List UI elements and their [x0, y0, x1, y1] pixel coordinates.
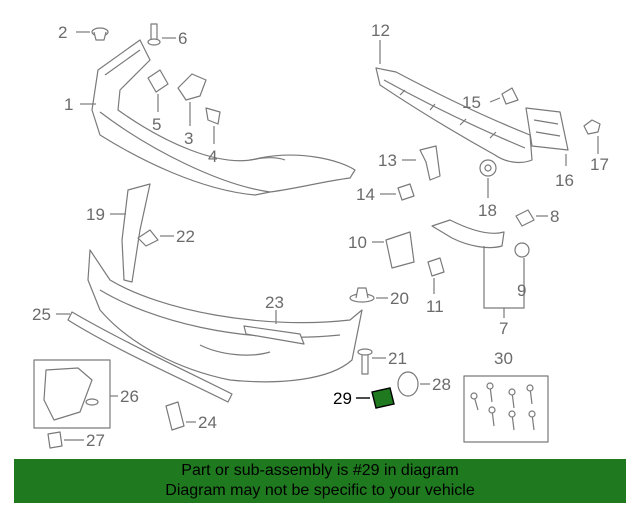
- info-banner: Part or sub-assembly is #29 in diagram D…: [14, 459, 626, 503]
- part-8-bolt: [515, 209, 535, 227]
- part-30-screw-kit-box: [463, 375, 549, 443]
- part-17-bolt: [583, 119, 601, 135]
- callout-2: 2: [58, 23, 67, 42]
- callout-27: 27: [86, 431, 105, 450]
- callout-22: 22: [176, 227, 195, 246]
- part-23-strip: [243, 325, 305, 345]
- callout-1: 1: [64, 95, 73, 114]
- part-21-bolt: [357, 348, 373, 375]
- callout-6: 6: [178, 29, 187, 48]
- callout-28: 28: [432, 375, 451, 394]
- callout-23: 23: [265, 293, 284, 312]
- part-18-grommet: [479, 159, 497, 177]
- callout-12: 12: [371, 21, 390, 40]
- part-14-bolt: [397, 183, 415, 201]
- callout-25: 25: [32, 305, 51, 324]
- callout-11: 11: [426, 297, 444, 316]
- part-4-bolt: [205, 107, 221, 125]
- callout-10: 10: [348, 233, 367, 252]
- callout-20: 20: [390, 289, 409, 308]
- part-7-bracket: [431, 219, 505, 249]
- callout-17: 17: [590, 155, 609, 174]
- callout-19: 19: [86, 205, 105, 224]
- part-26-box: [33, 359, 111, 429]
- callout-26: 26: [120, 387, 139, 406]
- part-19-side-bracket: [121, 183, 151, 283]
- callout-8: 8: [550, 207, 559, 226]
- part-15-bracket: [501, 87, 519, 105]
- callout-9: 9: [517, 281, 526, 300]
- callout-3: 3: [184, 129, 193, 148]
- callout-16: 16: [555, 171, 574, 190]
- callout-13: 13: [378, 151, 397, 170]
- part-23-lower-cover: [87, 249, 363, 383]
- part-27-bolt: [47, 431, 63, 449]
- part-13-bracket: [419, 145, 441, 181]
- part-2-clip: [91, 27, 109, 41]
- part-6-screw: [147, 23, 161, 46]
- part-3-bracket: [177, 73, 207, 101]
- callout-5: 5: [152, 115, 161, 134]
- part-28-gasket: [397, 371, 419, 397]
- part-16-mount-bracket: [525, 107, 569, 151]
- banner-line-2: Diagram may not be specific to your vehi…: [165, 482, 475, 499]
- callout-15: 15: [462, 93, 481, 112]
- callout-18: 18: [478, 201, 497, 220]
- banner-line-1: Part or sub-assembly is #29 in diagram: [181, 462, 459, 479]
- callout-14: 14: [356, 185, 375, 204]
- part-22-pad: [137, 229, 159, 247]
- parts-diagram: 2 6 1 5 3 4 12 15 16 17 13 18 14 8 10 11…: [32, 21, 609, 450]
- part-12-reinforcement-beam: [375, 67, 533, 164]
- callout-4: 4: [208, 147, 217, 166]
- part-5-pad: [147, 69, 169, 93]
- part-29-highlighted: [371, 387, 395, 409]
- callout-labels: 2 6 1 5 3 4 12 15 16 17 13 18 14 8 10 11…: [32, 21, 609, 450]
- callout-30: 30: [494, 349, 513, 368]
- callout-21: 21: [388, 349, 407, 368]
- part-20-clip: [349, 287, 375, 303]
- leader-lines: [56, 31, 599, 441]
- part-25-trim-strip: [67, 311, 233, 403]
- callout-29: 29: [333, 389, 352, 408]
- part-9-clip: [514, 242, 530, 258]
- callout-7: 7: [499, 319, 508, 338]
- part-11-bolt: [427, 257, 445, 277]
- part-1-bumper-cover: [91, 39, 356, 196]
- part-24-bracket: [165, 401, 185, 431]
- callout-24: 24: [198, 413, 217, 432]
- part-10-bracket: [385, 231, 415, 269]
